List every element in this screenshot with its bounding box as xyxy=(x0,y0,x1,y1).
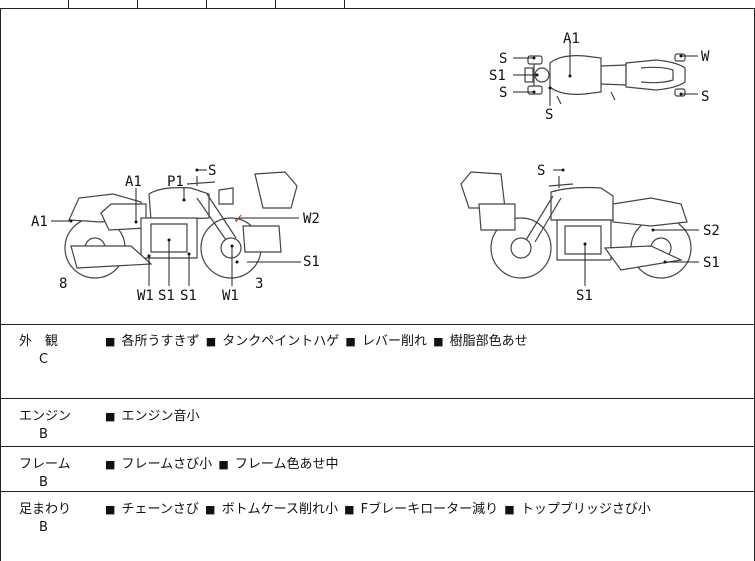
row-grade: B xyxy=(39,475,48,490)
label-s1: S1 xyxy=(576,288,593,304)
row-items: ■ チェーンさび ■ ボトムケース削れ小 ■ Fブレーキローター減り ■ トップ… xyxy=(105,502,651,517)
bullet-square: ■ xyxy=(433,335,444,348)
row-category: 外 観 xyxy=(19,334,59,349)
row-category: エンジン xyxy=(19,409,72,424)
label-w1: W1 xyxy=(222,288,239,304)
header-cell-divider xyxy=(206,0,207,8)
header-cell-divider xyxy=(137,0,138,8)
bullet-square: ■ xyxy=(105,458,116,471)
damage-diagram-panel: A1 S S1 S S W S xyxy=(0,8,755,325)
condition-row-suspension: 足まわり B ■ チェーンさび ■ ボトムケース削れ小 ■ Fブレーキローター減… xyxy=(0,492,755,561)
bullet-square: ■ xyxy=(504,503,515,516)
right-side-motorcycle xyxy=(460,171,692,279)
label-s1: S1 xyxy=(180,288,197,304)
condition-row-exterior: 外 観 C ■ 各所うすきず ■ タンクペイントハゲ ■ レバー削れ ■ 樹脂部… xyxy=(0,324,755,399)
header-cell-divider xyxy=(275,0,276,8)
condition-row-frame: フレーム B ■ フレームさび小 ■ フレーム色あせ中 xyxy=(0,447,755,492)
header-cell-divider xyxy=(68,0,69,8)
label-s: S xyxy=(208,163,216,179)
row-grade: B xyxy=(39,427,48,442)
label-p1: P1 xyxy=(167,174,184,190)
label-3: 3 xyxy=(255,276,263,292)
bullet-square: ■ xyxy=(345,335,356,348)
row-grade: B xyxy=(39,520,48,535)
row-items: ■ 各所うすきず ■ タンクペイントハゲ ■ レバー削れ ■ 樹脂部色あせ xyxy=(105,334,528,349)
bullet-square: ■ xyxy=(218,458,229,471)
label-w: W xyxy=(701,49,710,65)
bullet-square: ■ xyxy=(344,503,355,516)
top-view-motorcycle xyxy=(524,53,686,105)
row-items: ■ エンジン音小 xyxy=(105,409,200,424)
label-a1: A1 xyxy=(563,31,580,47)
row-category: フレーム xyxy=(19,457,71,472)
damage-mark: ✓ xyxy=(233,212,244,227)
label-s: S xyxy=(499,85,507,101)
label-s: S xyxy=(545,107,553,123)
bullet-square: ■ xyxy=(105,503,116,516)
label-w1: W1 xyxy=(137,288,154,304)
bullet-square: ■ xyxy=(205,503,216,516)
label-a1: A1 xyxy=(31,214,48,230)
label-s: S xyxy=(499,51,507,67)
header-cell-divider xyxy=(344,0,345,8)
label-s1: S1 xyxy=(489,68,506,84)
label-a1: A1 xyxy=(125,174,142,190)
bullet-square: ■ xyxy=(105,335,116,348)
row-grade: C xyxy=(39,352,49,367)
label-s1: S1 xyxy=(703,255,720,271)
bullet-square: ■ xyxy=(105,410,116,423)
bullet-square: ■ xyxy=(205,335,217,348)
label-s: S xyxy=(701,89,709,105)
label-w2: W2 xyxy=(303,211,320,227)
label-8: 8 xyxy=(59,276,67,292)
motorcycle-diagram: A1 S S1 S S W S xyxy=(31,31,720,304)
row-category: 足まわり xyxy=(19,502,72,517)
label-s1: S1 xyxy=(303,254,320,270)
condition-row-engine: エンジン B ■ エンジン音小 xyxy=(0,399,755,447)
left-side-motorcycle xyxy=(64,171,298,279)
condition-table: 外 観 C ■ 各所うすきず ■ タンクペイントハゲ ■ レバー削れ ■ 樹脂部… xyxy=(0,324,755,561)
header-table-bottom xyxy=(0,0,755,9)
row-items: ■ フレームさび小 ■ フレーム色あせ中 xyxy=(105,457,339,472)
label-s1: S1 xyxy=(158,288,175,304)
label-s: S xyxy=(537,163,545,179)
label-s2: S2 xyxy=(703,223,720,239)
